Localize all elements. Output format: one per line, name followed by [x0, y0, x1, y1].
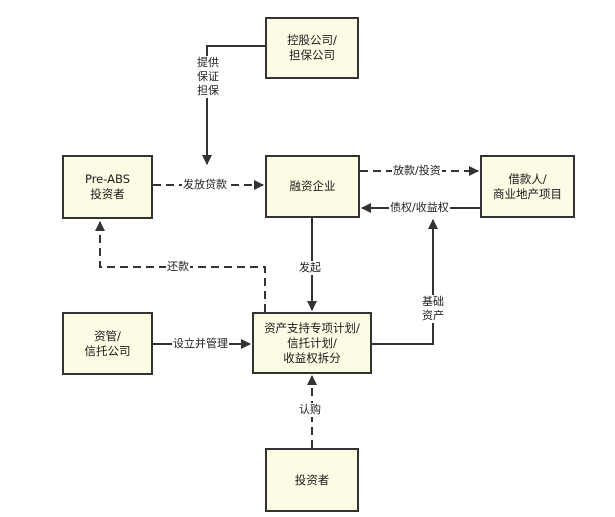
investor-node: 投资者	[265, 448, 359, 512]
establish-label: 设立并管理	[172, 337, 229, 351]
borrower-project-label: 借款人/ 商业地产项目	[493, 171, 562, 201]
special-plan-label: 资产支持专项计划/ 信托计划/ 收益权拆分	[264, 320, 360, 365]
loan-label: 发放贷款	[182, 178, 228, 192]
subscribe-label: 认购	[298, 403, 322, 417]
financing-company-label: 融资企业	[289, 179, 336, 193]
asset-manager-node: 资管/ 信托公司	[62, 312, 153, 375]
pre-abs-investor-label: Pre-ABS 投资者	[84, 172, 131, 201]
guarantee-label: 提供 保证 担保	[193, 56, 223, 98]
underlying-label: 基础 资产	[417, 295, 449, 323]
underlying-arrow	[372, 219, 438, 345]
special-plan-node: 资产支持专项计划/ 信托计划/ 收益权拆分	[252, 312, 372, 374]
investor-label: 投资者	[294, 472, 330, 487]
asset-manager-label: 资管/ 信托公司	[84, 328, 131, 358]
guarantee-arrow	[202, 45, 265, 165]
financing-company-node: 融资企业	[265, 155, 360, 218]
borrower-project-node: 借款人/ 商业地产项目	[480, 155, 575, 218]
repay-label: 还款	[166, 260, 190, 274]
lend-label: 放款/投资	[392, 164, 442, 178]
holding-guarantor-label: 控股公司/ 担保公司	[287, 33, 337, 62]
pre-abs-investor-node: Pre-ABS 投资者	[62, 155, 153, 219]
initiate-label: 发起	[298, 261, 322, 275]
claims-label: 债权/收益权	[389, 201, 450, 215]
holding-guarantor-node: 控股公司/ 担保公司	[265, 17, 359, 79]
